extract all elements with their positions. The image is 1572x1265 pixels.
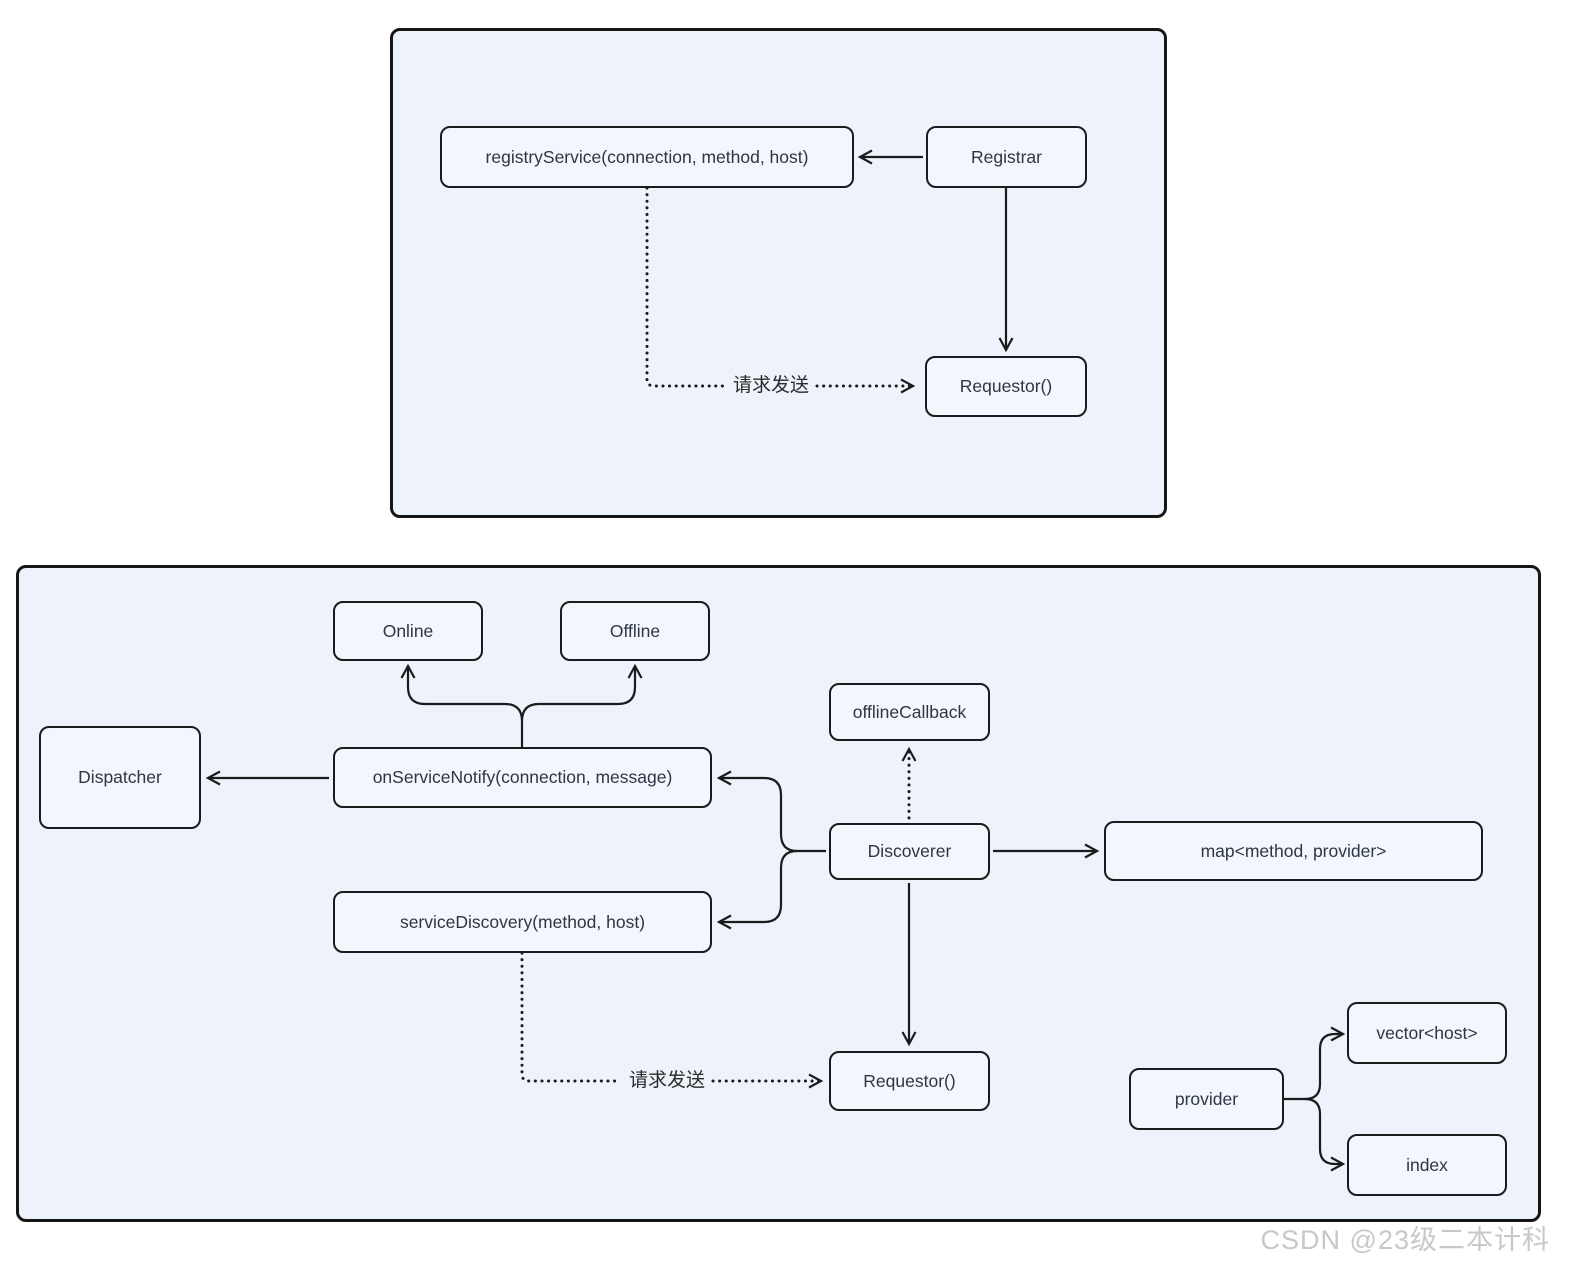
node-provider: provider (1129, 1068, 1284, 1130)
registration-panel: registryService(connection, method, host… (390, 28, 1167, 518)
node-offline: Offline (560, 601, 710, 661)
node-requestor-discovery: Requestor() (829, 1051, 990, 1111)
node-on-service-notify: onServiceNotify(connection, message) (333, 747, 712, 808)
node-online: Online (333, 601, 483, 661)
node-dispatcher: Dispatcher (39, 726, 201, 829)
registration-arrows (645, 149, 1014, 394)
discovery-arrows (205, 663, 1346, 1172)
node-requestor-registration: Requestor() (925, 356, 1087, 417)
node-registrar: Registrar (926, 126, 1087, 188)
node-registry-service: registryService(connection, method, host… (440, 126, 854, 188)
node-service-discovery: serviceDiscovery(method, host) (333, 891, 712, 953)
node-discoverer: Discoverer (829, 823, 990, 880)
node-vector-host: vector<host> (1347, 1002, 1507, 1064)
edge-label-request-send-registration: 请求发送 (732, 375, 809, 396)
edge-label-request-send-discovery: 请求发送 (628, 1070, 705, 1091)
watermark: CSDN @23级二本计科 (1260, 1225, 1550, 1255)
node-offline-callback: offlineCallback (829, 683, 990, 741)
discovery-panel: Online Offline Dispatcher onServiceNotif… (16, 565, 1541, 1222)
node-index: index (1347, 1134, 1507, 1196)
node-map-method-provider: map<method, provider> (1104, 821, 1483, 881)
